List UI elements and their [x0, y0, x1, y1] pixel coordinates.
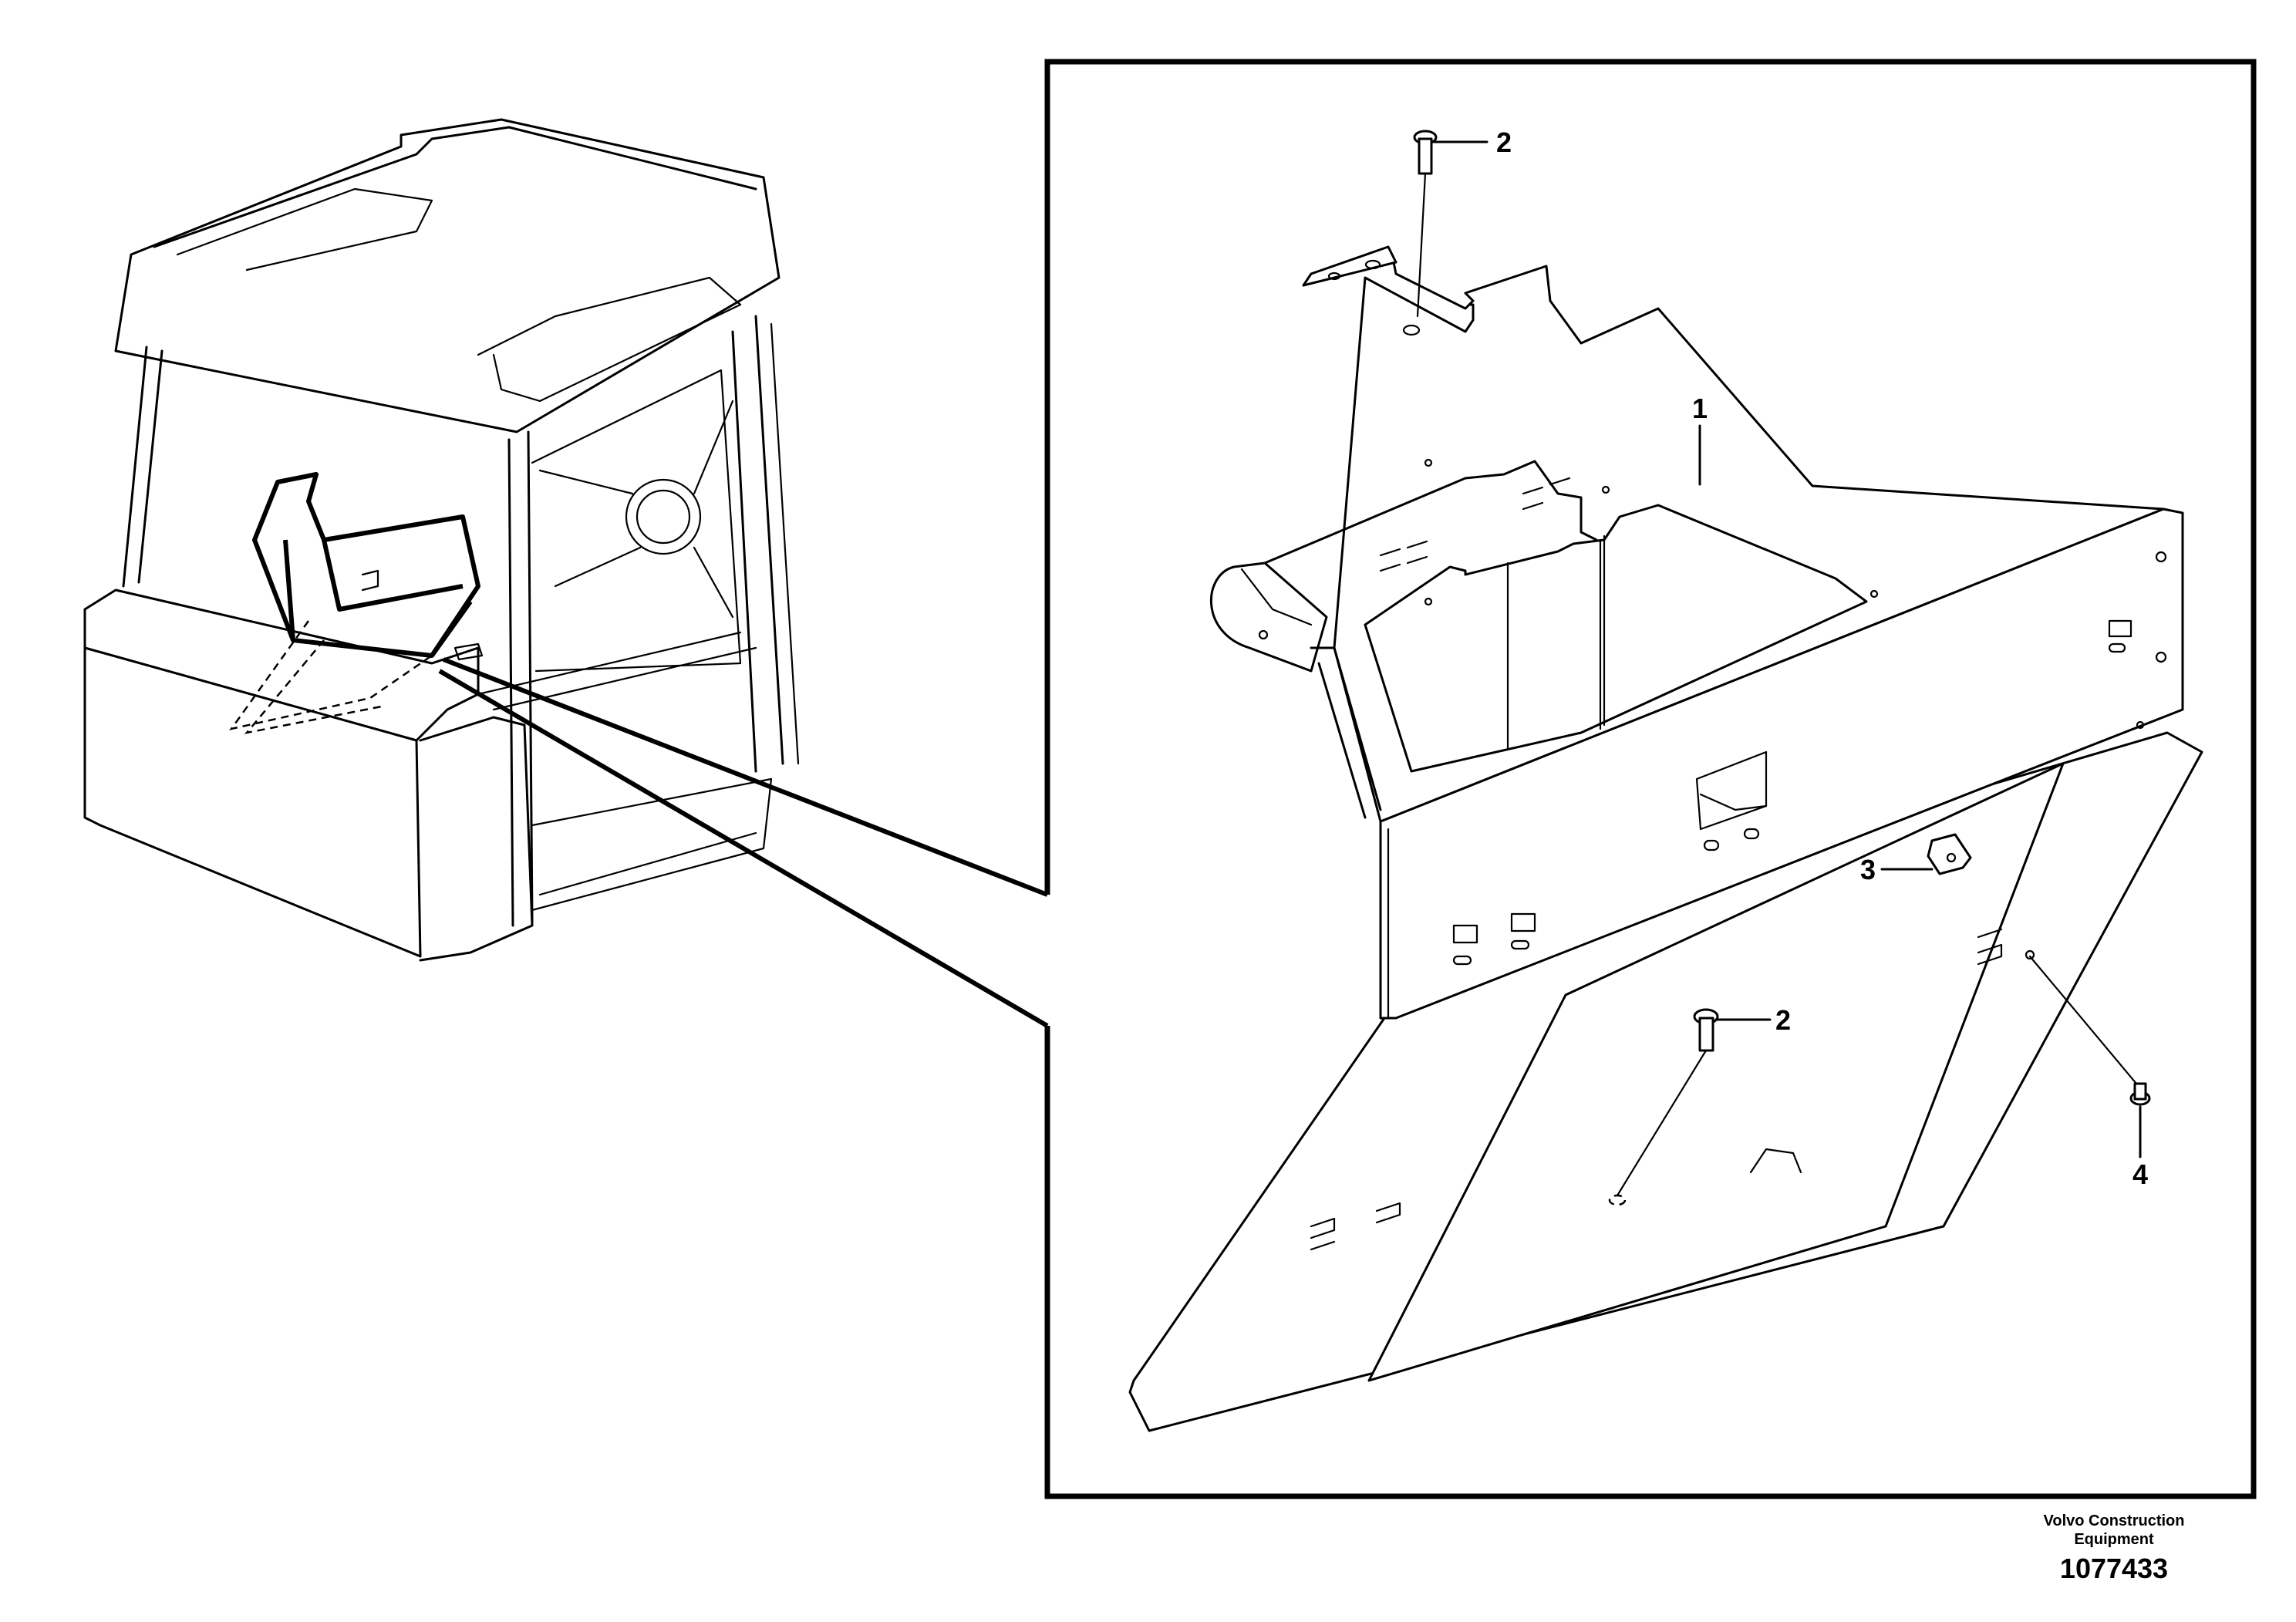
svg-text:2: 2 [1775, 1004, 1791, 1036]
zoom-leader-lines [438, 657, 1049, 1028]
svg-text:2: 2 [1496, 126, 1512, 158]
callout-part-2-bottom: 2 [1714, 1004, 1791, 1036]
svg-text:3: 3 [1860, 854, 1876, 885]
svg-text:4: 4 [2132, 1158, 2148, 1190]
brand-line-2: Equipment [2074, 1531, 2154, 1548]
drawing-number: 1077433 [2059, 1553, 2169, 1584]
callout-part-1: 1 [1692, 393, 1708, 486]
callout-part-4: 4 [2132, 1105, 2148, 1190]
drawing-footer: Volvo Construction Equipment 1077433 [1998, 1512, 2230, 1586]
clip-nut [1927, 833, 1972, 875]
detail-frame [1044, 59, 2257, 1499]
svg-text:1: 1 [1692, 393, 1708, 424]
bracket-detail [1128, 130, 2203, 1432]
screw-top [1413, 130, 1438, 318]
callout-part-3: 3 [1860, 854, 1934, 885]
cab-overview [83, 118, 800, 962]
brand-line-1: Volvo Construction [2043, 1512, 2185, 1529]
screw-side [2025, 949, 2151, 1106]
screw-bottom [1608, 1008, 1719, 1206]
callout-part-2-top: 2 [1431, 126, 1512, 158]
